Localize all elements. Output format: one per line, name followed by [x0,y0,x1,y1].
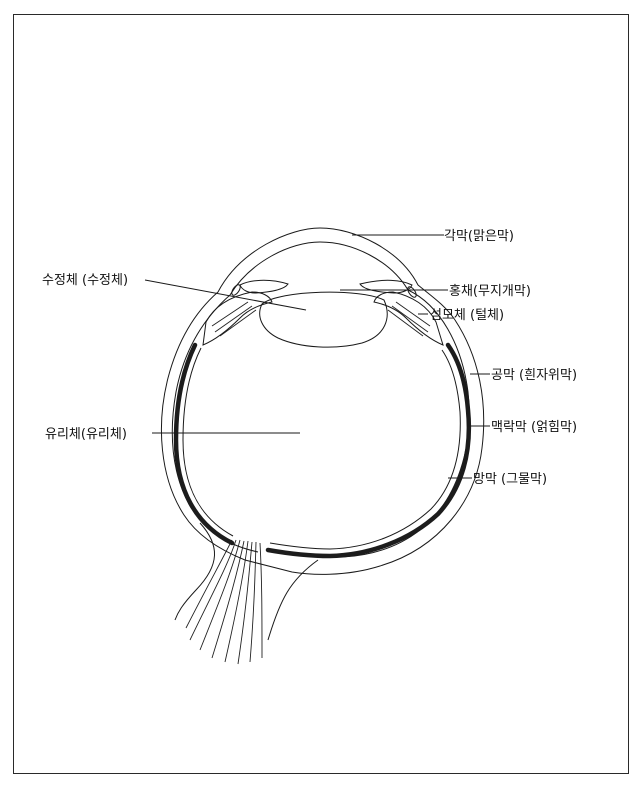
retina-layer [183,348,460,549]
label-ciliary-body: 섬모체 (털체) [430,308,504,323]
label-vitreous: 유리체(유리체) [45,427,127,442]
lens [260,292,387,347]
lens-leader [145,280,306,310]
ciliary-body [203,292,443,345]
label-sclera: 공막 (흰자위막) [491,368,577,383]
label-cornea: 각막(맑은막) [444,229,514,244]
label-retina: 망막 (그물막) [473,472,547,487]
choroid-layer [176,345,469,556]
label-lens: 수정체 (수정체) [42,273,128,288]
sclera [161,228,483,574]
label-choroid: 맥락막 (얽힘막) [491,420,577,435]
label-iris: 홍채(무지개막) [449,284,531,299]
iris [230,280,418,298]
optic-nerve [175,523,318,664]
